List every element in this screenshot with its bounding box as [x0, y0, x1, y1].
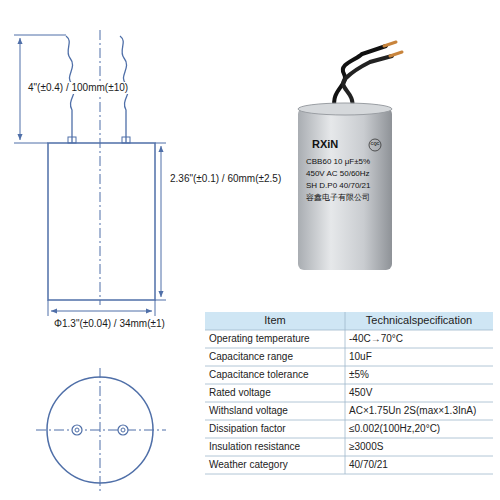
terminal	[122, 137, 130, 143]
table-header-cell: Item	[207, 314, 343, 327]
print-text: CBB60 10 μF±5%	[306, 157, 390, 166]
terminal	[75, 428, 79, 432]
cert-mark	[369, 139, 381, 151]
dimension-text: 2.36"(±0.1) / 60mm(±2.5)	[168, 173, 283, 185]
table-cell: Capacitance range	[209, 351, 343, 363]
table-header	[205, 312, 493, 330]
capacitor-top	[298, 103, 392, 115]
table-cell: Insulation resistance	[209, 441, 343, 453]
photo-wire	[334, 42, 402, 108]
cert-text: CQC	[369, 142, 381, 147]
capacitor-photo	[298, 108, 392, 270]
table-cell: Rated voltage	[209, 387, 343, 399]
print-text: 容鑫电子有限公司	[306, 193, 390, 202]
terminal	[68, 137, 76, 143]
print-text: SH D.P0 40/70/21	[306, 181, 390, 190]
table-cell: Weather category	[209, 459, 343, 471]
brand-text: RXiN	[312, 138, 368, 151]
table-header-cell: Technicalspecification	[347, 314, 491, 327]
terminal	[72, 425, 82, 435]
dimension-text: Φ1.3"(±0.04) / 34mm(±1)	[52, 318, 167, 330]
table-cell: 10uF	[349, 351, 491, 363]
table-cell: -40C→70°C	[349, 333, 491, 345]
center-line	[100, 368, 101, 492]
terminal	[121, 428, 125, 432]
table-cell: Operating temperature	[209, 333, 343, 345]
table-cell: 450V	[349, 387, 491, 399]
table-cell: AC×1.75Un 2S(max×1.3InA)	[349, 405, 491, 417]
dimension-text: 4"(±0.4) / 100mm(±10)	[26, 82, 130, 94]
table-cell: ≤0.002(100Hz,20°C)	[349, 423, 491, 435]
table-cell: Dissipation factor	[209, 423, 343, 435]
terminal	[118, 425, 128, 435]
print-text: 450V AC 50/60Hz	[306, 169, 390, 178]
capacitor-body-outline	[48, 143, 155, 300]
table-grid	[205, 312, 493, 474]
dimension-line	[14, 35, 166, 316]
table-cell: Withsland voltage	[209, 405, 343, 417]
table-cell: ±5%	[349, 369, 491, 381]
table-cell: 40/70/21	[349, 459, 491, 471]
table-cell: Capacitance tolerance	[209, 369, 343, 381]
center-line	[36, 430, 166, 431]
table-cell: ≥3000S	[349, 441, 491, 453]
center-line	[100, 30, 101, 305]
